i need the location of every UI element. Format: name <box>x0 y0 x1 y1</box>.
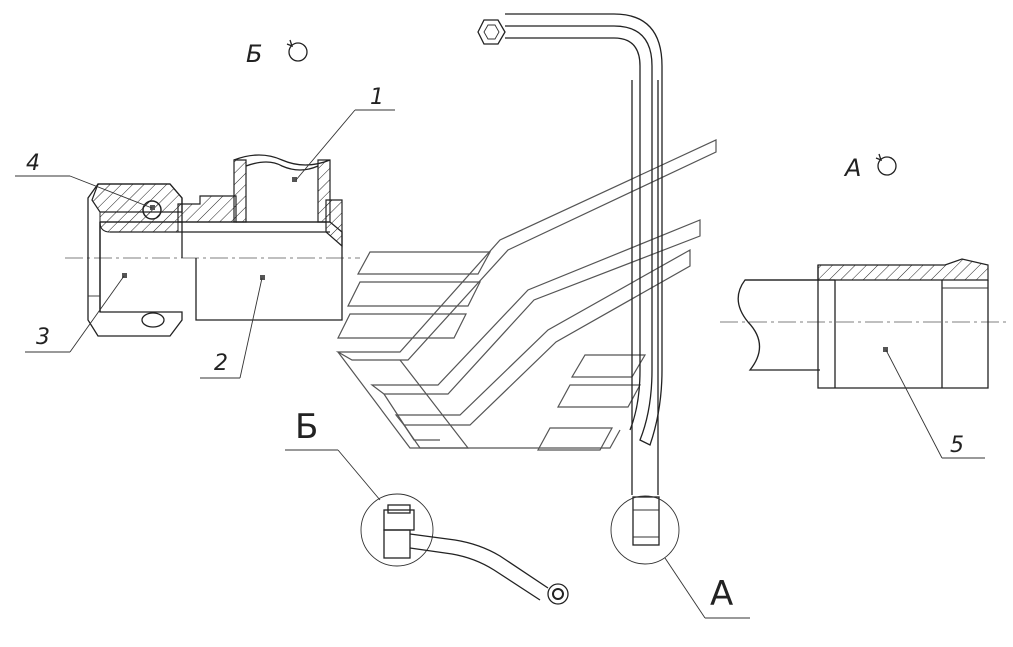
watermark-logo <box>335 139 717 451</box>
position-2-label: 2 <box>214 351 228 376</box>
view-a-section <box>720 258 1008 459</box>
position-3-label: 3 <box>36 325 50 350</box>
view-a-title: А <box>843 154 861 182</box>
detail-callout-a: А <box>710 574 733 614</box>
detail-circle-a <box>610 495 680 565</box>
position-4-label: 4 <box>26 151 40 176</box>
detail-callout-b: Б <box>295 407 318 447</box>
detail-circle-b <box>360 493 434 567</box>
main-tube-assembly <box>477 13 750 619</box>
position-5-label: 5 <box>950 433 964 458</box>
rotation-circle-icon <box>875 153 897 176</box>
position-1-label: 1 <box>370 85 384 110</box>
view-b-section <box>15 109 395 379</box>
small-tube-assembly <box>285 449 569 605</box>
rotation-circle-icon <box>286 39 308 62</box>
view-b-title: Б <box>246 40 262 68</box>
